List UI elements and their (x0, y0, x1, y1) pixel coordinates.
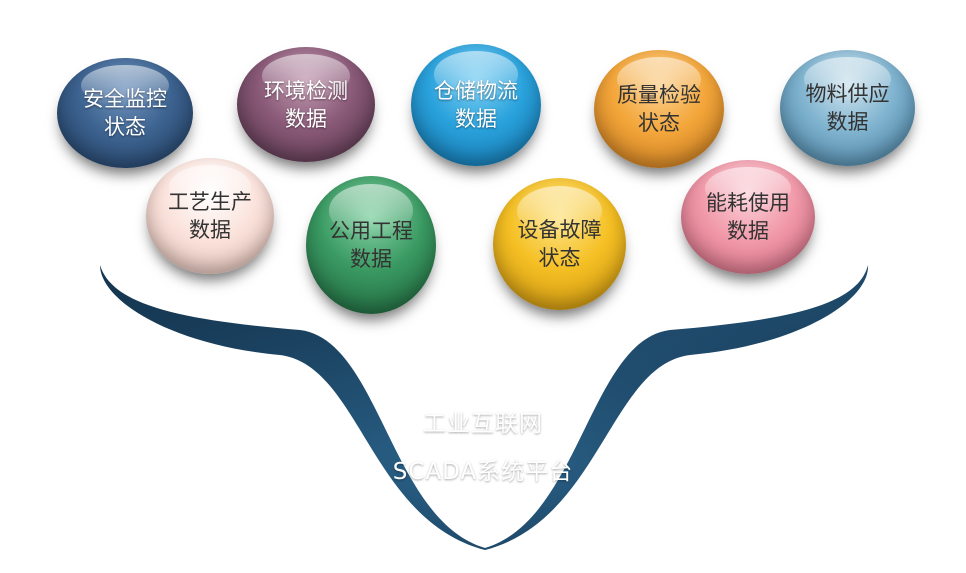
bubble-label-line1: 物料供应 (805, 82, 890, 106)
bubble-label-line2: 状态 (104, 115, 146, 139)
bubble-public-utilities: 公用工程 数据 (306, 176, 436, 314)
bubble-label-line1: 仓储物流 (434, 79, 518, 103)
bubble-label-line2: 状态 (638, 111, 680, 135)
bubble-label-line1: 环境检测 (264, 78, 348, 103)
bubble-label-line1: 质量检验 (617, 83, 701, 107)
bubble-label-line1: 工艺生产 (168, 190, 252, 214)
bubble-label-line2: 数据 (189, 218, 231, 242)
bubble-equipment-failure: 设备故障 状态 (493, 178, 626, 310)
bubble-label-line1: 设备故障 (517, 218, 602, 242)
bubble-energy-consumption: 能耗使用 数据 (681, 160, 815, 274)
bubble-environment-data: 环境检测 数据 (237, 47, 375, 162)
platform-title-line2: SCADA系统平台 (392, 459, 574, 485)
bubble-label-line1: 能耗使用 (706, 191, 790, 215)
bubble-label-line1: 公用工程 (329, 219, 413, 243)
platform-title-line1: 工业互联网 (423, 411, 543, 437)
bubble-label-line2: 数据 (350, 247, 392, 271)
bubble-process-production: 工艺生产 数据 (146, 158, 274, 274)
bubble-label-line2: 数据 (727, 219, 769, 243)
bubble-label-line2: 数据 (455, 107, 497, 131)
bubble-material-supply: 物料供应 数据 (780, 50, 915, 166)
bubble-label-line2: 数据 (285, 106, 327, 131)
bubble-safety-monitoring: 安全监控 状态 (57, 58, 193, 168)
bubble-label-line2: 数据 (826, 110, 869, 134)
bubble-label-line2: 状态 (538, 246, 581, 270)
bubble-warehouse-logistics: 仓储物流 数据 (411, 44, 541, 166)
bubble-quality-inspection: 质量检验 状态 (594, 50, 724, 168)
bubble-label-line1: 安全监控 (83, 87, 167, 111)
